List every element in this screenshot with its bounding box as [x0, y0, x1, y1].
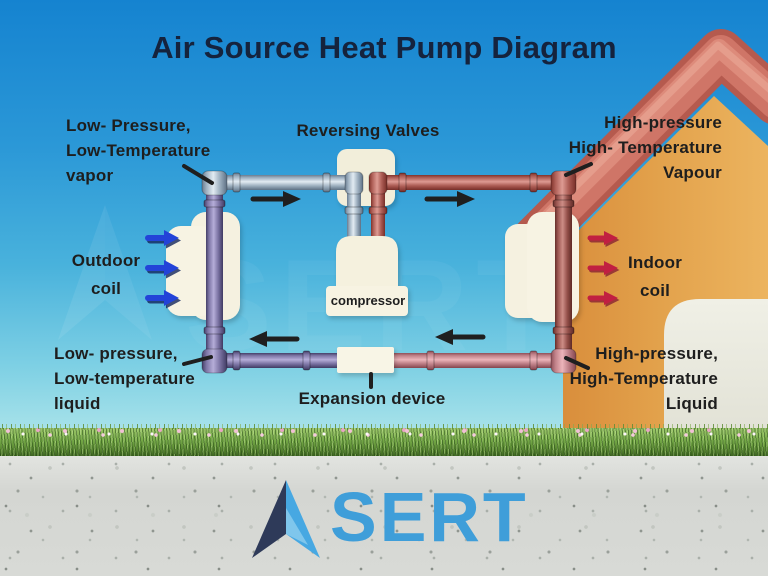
pipe-elbow: [201, 170, 228, 196]
label-line: Liquid: [665, 394, 718, 413]
house-interior-panel: [664, 299, 768, 449]
indoor-airflow-arrows: [587, 231, 620, 307]
label-outdoor-coil: Outdoor coil: [54, 247, 158, 303]
label-line: Vapour: [663, 163, 722, 182]
label-pointer-lines: [182, 162, 593, 389]
outdoor-coil-unit: [166, 212, 240, 320]
pipe-collar: [398, 172, 407, 193]
outdoor-airflow-arrows: [145, 230, 181, 309]
label-expansion-device: Expansion device: [298, 389, 446, 408]
label-low-pressure-liquid: Low- pressure, Low-temperature liquid: [54, 341, 195, 416]
pipe-elbow: [550, 170, 577, 196]
label-pointer-line: [182, 164, 214, 185]
label-pointer-line: [564, 162, 593, 177]
red-airflow-arrow-icon: [587, 231, 618, 245]
refrigerant-pipes: [201, 170, 577, 374]
label-line: liquid: [54, 394, 101, 413]
label-indoor-coil: Indoor coil: [603, 249, 707, 305]
pipe-left-vertical: [206, 175, 223, 368]
red-airflow-arrow-icon: [587, 261, 618, 275]
compressor-unit: [326, 236, 408, 316]
label-low-pressure-vapor: Low- Pressure, Low-Temperature vapor: [66, 113, 210, 188]
label-line: High-pressure: [604, 113, 722, 132]
blue-airflow-arrow-icon: [145, 230, 179, 246]
flow-arrows: [249, 191, 486, 347]
label-line: High-Temperature: [569, 369, 718, 388]
label-high-pressure-vapour: High-pressure High- Temperature Vapour: [552, 110, 722, 185]
label-line: Low- Pressure,: [66, 116, 191, 135]
pipe-elbow: [344, 171, 364, 195]
pipe-collar: [552, 326, 575, 335]
label-line: coil: [639, 281, 671, 300]
label-line: coil: [90, 279, 122, 298]
flow-arrow-right-icon: [424, 191, 475, 207]
label-pointer-line: [564, 356, 590, 370]
flow-arrow-left-icon: [435, 329, 486, 345]
pipe-collar: [232, 350, 241, 371]
ground-concrete: [0, 456, 768, 576]
pipe-bottom-pink: [393, 353, 572, 368]
pipe-collar: [552, 199, 575, 208]
expansion-device-unit: [337, 347, 394, 373]
pipe-collar: [368, 206, 388, 215]
house-roof: [513, 29, 768, 261]
pipe-collar: [203, 199, 226, 208]
page-title: Air Source Heat Pump Diagram: [151, 30, 617, 65]
asert-arrow-icon: [252, 480, 320, 558]
label-pointer-line: [182, 355, 213, 366]
red-airflow-arrow-icon: [587, 291, 618, 305]
label-compressor: compressor: [330, 293, 406, 308]
label-high-pressure-liquid: High-pressure, High-Temperature Liquid: [548, 341, 718, 416]
pipe-collar: [529, 350, 538, 371]
logo-text: SERT: [330, 478, 529, 556]
pipe-elbow: [201, 348, 228, 374]
flow-arrow-left-icon: [249, 331, 300, 347]
label-line: Low-Temperature: [66, 141, 211, 160]
flow-arrow-right-icon: [250, 191, 301, 207]
label-line: Low- pressure,: [54, 344, 178, 363]
label-line: Outdoor: [71, 251, 141, 270]
pipe-collar: [302, 350, 311, 371]
label-line: High-pressure,: [595, 344, 718, 363]
label-line: Low-temperature: [54, 369, 195, 388]
blue-airflow-arrow-icon: [145, 290, 179, 306]
pipe-collar: [203, 326, 226, 335]
pipe-collar: [344, 206, 364, 215]
label-line: Indoor: [627, 253, 683, 272]
pipe-top-red: [371, 175, 572, 190]
brand-logo: SERT: [250, 478, 529, 560]
pipe-right-vertical: [555, 175, 572, 368]
label-line: vapor: [66, 166, 114, 185]
label-line: High- Temperature: [568, 138, 722, 157]
label-reversing-valves: Reversing Valves: [296, 121, 440, 140]
pipe-top-gray: [206, 175, 362, 190]
pipe-collar: [232, 172, 241, 193]
pipe-collar: [426, 350, 435, 371]
grass-strip: [0, 424, 768, 456]
pipe-collar: [529, 172, 538, 193]
blue-airflow-arrow-icon: [145, 260, 179, 276]
pipe-elbow: [368, 171, 388, 195]
pipe-collar: [322, 172, 331, 193]
